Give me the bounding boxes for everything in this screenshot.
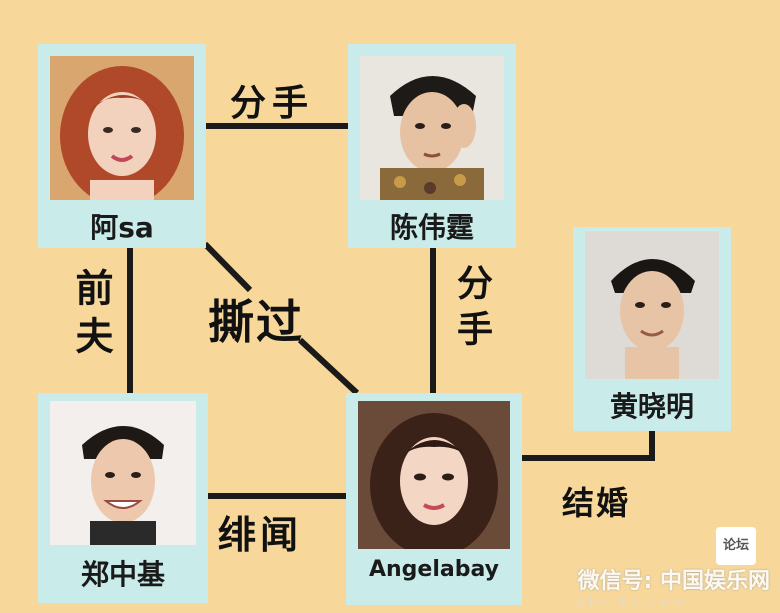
portrait-huang (585, 231, 719, 379)
name-cheng: 郑中基 (80, 558, 165, 591)
watermark: 微信号: 中国娱乐网 bbs.67.com (578, 563, 770, 609)
person-card-angela: Angelabay (346, 393, 522, 605)
person-card-chen: 陈伟霆 (348, 44, 516, 248)
line-asa-angela-lower (297, 337, 360, 396)
person-card-huang: 黄晓明 (573, 227, 731, 431)
person-card-cheng: 郑中基 (38, 393, 208, 603)
portrait-chen-image (360, 56, 504, 200)
portrait-asa (50, 56, 194, 200)
name-asa: 阿sa (90, 211, 154, 244)
watermark-url: bbs.67.com (577, 595, 688, 609)
name-chen: 陈伟霆 (389, 211, 474, 244)
watermark-forum-tag: 论坛 (716, 527, 756, 565)
label-rumor-cheng-angela: 绯闻 (218, 513, 303, 557)
label-fight-asa-angela: 撕过 (208, 295, 304, 349)
label-breakup-chen-angela: 分手 (451, 264, 492, 356)
portrait-asa-image (50, 56, 194, 200)
label-breakup-asa-chen: 分手 (230, 83, 315, 124)
name-huang: 黄晓明 (609, 390, 694, 423)
label-ex-husband: 前夫 (69, 268, 113, 364)
label-married-huang-angela: 结婚 (562, 484, 631, 522)
name-angela: Angelabay (368, 557, 499, 582)
portrait-angela (358, 401, 510, 549)
line-asa-angela-upper (202, 241, 253, 293)
person-card-asa: 阿sa (38, 44, 206, 248)
portrait-angela-image (358, 401, 510, 549)
portrait-cheng-image (50, 401, 196, 545)
portrait-chen (360, 56, 504, 200)
portrait-cheng (50, 401, 196, 545)
portrait-huang-image (585, 231, 719, 379)
watermark-text: 微信号: 中国娱乐网 (577, 569, 770, 594)
line-huang-angela (522, 428, 655, 461)
